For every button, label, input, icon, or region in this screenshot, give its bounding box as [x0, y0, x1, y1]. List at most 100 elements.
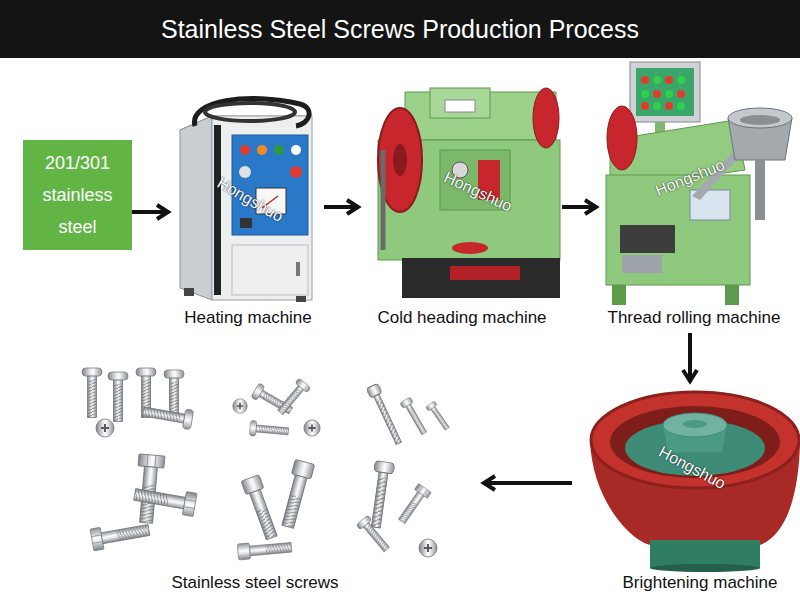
node-caption: Heating machine: [184, 308, 312, 328]
screws-product-station: Stainless steel screws: [75, 360, 480, 598]
node-caption: Stainless steel screws: [171, 573, 338, 593]
stainless-screws-part: [274, 378, 311, 417]
node-caption: Brightening machine: [623, 573, 778, 593]
thread-rolling-machine-part: [630, 62, 700, 122]
heating-machine-part: [212, 116, 312, 300]
thread-rolling-machine-part: [641, 76, 649, 84]
heating-machine-station: Heating machine: [172, 88, 324, 333]
thread-rolling-machine-part: [636, 68, 694, 116]
flow-arrow: [688, 333, 692, 382]
stainless-screws-part: [304, 420, 320, 436]
heating-machine-part: [194, 99, 309, 126]
cold-heading-machine-part: [393, 144, 407, 176]
thread-rolling-machine-part: [665, 90, 673, 98]
title-text: Stainless Steel Screws Production Proces…: [161, 15, 639, 44]
cold-heading-machine-station: Cold heading machine: [362, 85, 562, 333]
heating-machine-part: [274, 145, 284, 155]
thread-rolling-machine-part: [665, 102, 673, 110]
thread-rolling-machine-part: [653, 102, 661, 110]
node-caption: 201/301 stainless steel: [31, 147, 124, 243]
heating-machine-part: [232, 245, 308, 295]
stainless-screws-part: [233, 399, 247, 413]
thread-rolling-machine-part: [620, 225, 675, 253]
node-caption: Thread rolling machine: [608, 308, 781, 328]
cold-heading-machine-part: [402, 258, 560, 298]
stainless-screws-part: [96, 419, 114, 437]
thread-rolling-machine-part: [728, 108, 792, 128]
stainless-screws-part: [425, 401, 451, 432]
thread-rolling-machine-part: [622, 255, 662, 273]
heating-machine-part: [240, 145, 250, 155]
heating-machine-part: [290, 166, 302, 178]
material-box: 201/301 stainless steel: [23, 140, 132, 250]
stainless-screws-part: [142, 402, 194, 430]
stainless-screws-part: [419, 539, 437, 557]
thread-rolling-machine: [606, 62, 792, 305]
stainless-screws-part: [241, 475, 281, 541]
heating-machine: [180, 99, 312, 302]
stainless-screws-part: [237, 539, 292, 560]
brightening-machine: [590, 392, 800, 572]
stainless-screws-part: [278, 459, 315, 529]
watermark: Hongshuo: [214, 174, 286, 226]
cold-heading-machine-part: [430, 88, 490, 118]
cold-heading-machine-part: [533, 88, 559, 148]
brightening-machine-part: [650, 540, 760, 568]
stainless-screws-part: [249, 420, 289, 439]
stainless-screws-part: [108, 372, 128, 422]
stainless-screws: [82, 368, 452, 560]
stainless-screws-part: [82, 368, 102, 418]
cold-heading-machine-part: [452, 242, 488, 254]
heating-machine-part: [257, 145, 267, 155]
thread-rolling-machine-part: [677, 102, 685, 110]
heating-machine-part: [205, 103, 295, 121]
cold-heading-machine: [378, 88, 560, 298]
heating-machine-part: [240, 218, 252, 228]
title-bar: Stainless Steel Screws Production Proces…: [0, 0, 800, 58]
thread-rolling-machine-part: [641, 102, 649, 110]
brightening-machine-station: Brightening machine: [572, 385, 800, 598]
flow-arrow: [132, 210, 169, 214]
stainless-screws-part: [400, 397, 430, 436]
heating-machine-part: [296, 262, 300, 276]
thread-rolling-machine-station: Thread rolling machine: [600, 58, 796, 333]
flow-arrow: [483, 481, 572, 485]
thread-rolling-machine-part: [641, 90, 649, 98]
watermark: Hongshuo: [656, 443, 729, 493]
watermark: Hongshuo: [441, 168, 515, 215]
cold-heading-machine-part: [450, 266, 520, 280]
heating-machine-part: [214, 125, 221, 295]
stainless-screws-part: [90, 519, 151, 551]
heating-machine-part: [184, 288, 194, 296]
cold-heading-machine-part: [445, 100, 475, 112]
brightening-machine-part: [683, 420, 707, 428]
watermark: Hongshuo: [653, 156, 727, 200]
brightening-machine-part: [650, 564, 760, 572]
stainless-screws-part: [133, 483, 197, 517]
flow-arrow: [324, 205, 359, 209]
thread-rolling-machine-part: [653, 76, 661, 84]
thread-rolling-machine-part: [740, 115, 780, 125]
stainless-screws-part: [366, 383, 405, 446]
stainless-screws-part: [356, 515, 393, 554]
heating-machine-part: [291, 145, 301, 155]
heating-machine-part: [180, 116, 212, 300]
flow-arrow: [562, 205, 597, 209]
cold-heading-machine-part: [381, 150, 386, 250]
thread-rolling-machine-part: [677, 76, 685, 84]
brightening-machine-part: [663, 413, 727, 437]
thread-rolling-machine-part: [607, 106, 637, 170]
thread-rolling-machine-part: [612, 285, 626, 305]
thread-rolling-machine-part: [677, 90, 685, 98]
thread-rolling-machine-part: [755, 160, 765, 220]
node-caption: Cold heading machine: [377, 308, 546, 328]
thread-rolling-machine-part: [653, 90, 661, 98]
heating-machine-part: [296, 296, 306, 302]
thread-rolling-machine-part: [665, 76, 673, 84]
stainless-screws-part: [395, 484, 431, 526]
